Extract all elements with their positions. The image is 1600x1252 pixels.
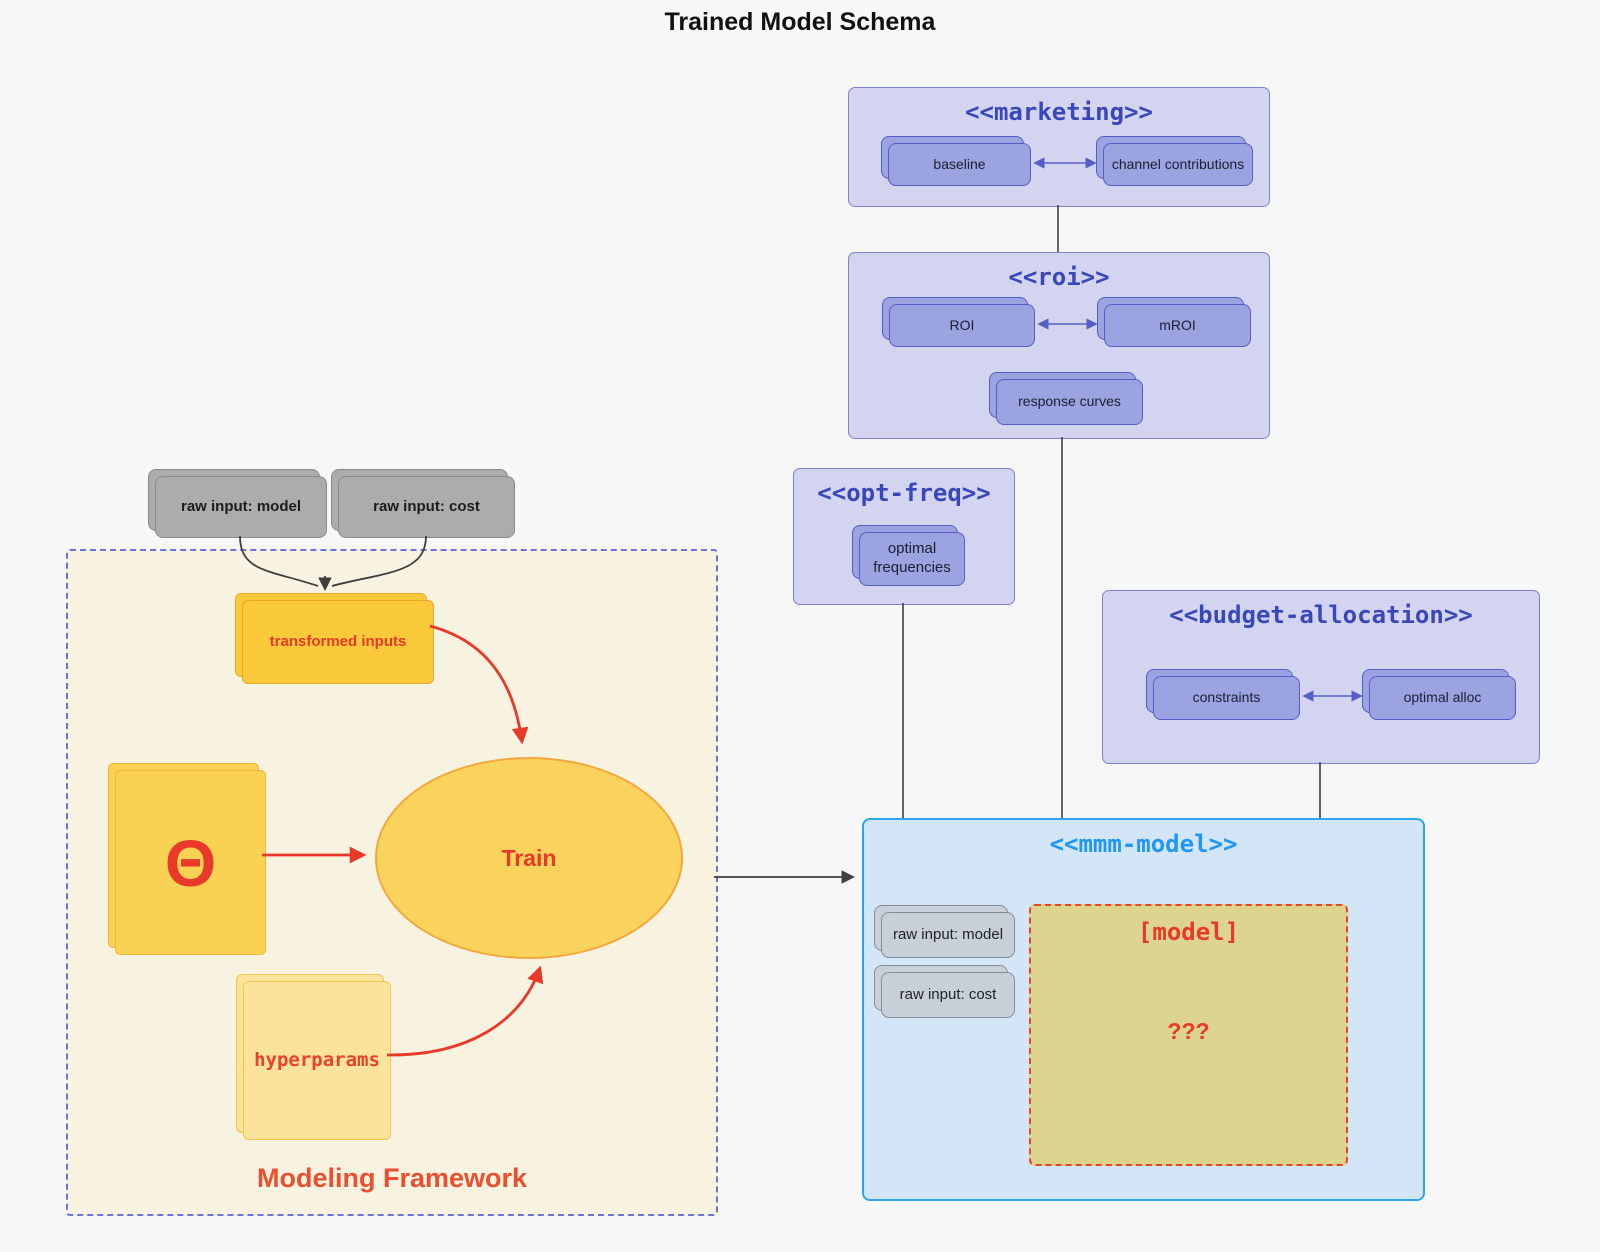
group-marketing: <<marketing>> baseline channel contribut… [848,87,1270,207]
roi-title: <<roi>> [1008,263,1110,291]
node-raw-input-cost: raw input: cost [338,476,515,538]
model-box-label: [model] [1137,918,1240,946]
opt-freq-title: <<opt-freq>> [817,479,991,507]
node-channel-contributions: channel contributions [1103,143,1253,186]
budget-allocation-title: <<budget-allocation>> [1169,601,1473,629]
node-mmm-raw-input-cost: raw input: cost [881,972,1015,1018]
model-box-question-marks: ??? [1167,1018,1210,1044]
marketing-title: <<marketing>> [965,98,1153,126]
node-constraints: constraints [1153,676,1300,720]
modeling-framework-label: Modeling Framework [256,1163,528,1193]
node-optimal-alloc: optimal alloc [1369,676,1516,720]
group-mmm-model: <<mmm-model>> raw input: model raw input… [862,818,1425,1201]
node-raw-input-model: raw input: model [155,476,327,538]
group-budget-allocation: <<budget-allocation>> constraints optima… [1102,590,1540,764]
mmm-model-title: <<mmm-model>> [1049,830,1238,858]
page-title: Trained Model Schema [664,8,936,36]
node-baseline: baseline [888,143,1031,186]
node-theta: Θ [115,770,266,955]
node-roi: ROI [889,304,1035,347]
node-train: Train [375,757,683,959]
node-hyperparams: hyperparams [243,981,391,1140]
node-mroi: mROI [1104,304,1251,347]
node-optimal-frequencies: optimal frequencies [859,532,965,586]
node-response-curves: response curves [996,379,1143,425]
model-placeholder-box: [model] ??? [1029,904,1348,1166]
node-transformed-inputs: transformed inputs [242,600,434,684]
group-modeling-framework: Modeling Framework transformed inputs Θ … [66,549,718,1216]
group-opt-freq: <<opt-freq>> optimal frequencies [793,468,1015,605]
node-mmm-raw-input-model: raw input: model [881,912,1015,958]
group-roi: <<roi>> ROI mROI response curves [848,252,1270,439]
